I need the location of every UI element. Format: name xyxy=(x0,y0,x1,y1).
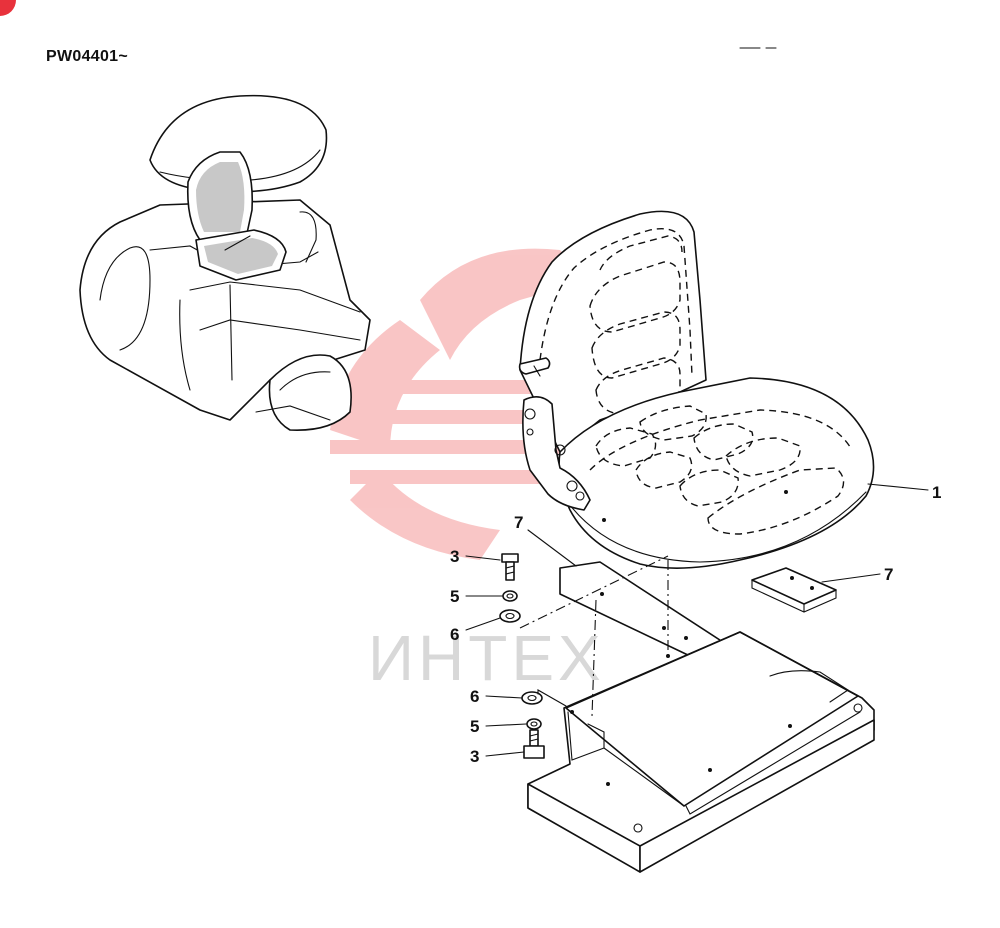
seat-base-frame xyxy=(527,631,875,873)
serial-number-label: PW04401~ xyxy=(46,48,129,65)
callout-3-lower: 3 xyxy=(470,747,479,766)
callout-5-lower: 5 xyxy=(470,717,479,736)
callout-6-upper: 6 xyxy=(450,625,459,644)
corner-marker xyxy=(0,0,16,16)
bolt-lower xyxy=(523,729,545,759)
callout-7-right: 7 xyxy=(884,565,893,584)
callout-1: 1 xyxy=(932,483,941,502)
bolt-upper xyxy=(501,553,519,581)
spring-washer-lower xyxy=(526,718,542,730)
machine-overview-illustration xyxy=(79,94,371,431)
callout-5-upper: 5 xyxy=(450,587,459,606)
watermark-text: ИНТЕХ xyxy=(368,622,605,694)
leader-lines xyxy=(465,483,929,757)
callout-6-lower: 6 xyxy=(470,687,479,706)
seat-rail-right xyxy=(751,567,837,613)
callout-3-upper: 3 xyxy=(450,547,459,566)
seat-assembly xyxy=(518,210,875,569)
spring-washer-upper xyxy=(502,590,518,602)
flat-washer-upper xyxy=(499,609,521,623)
callout-7-left: 7 xyxy=(514,513,523,532)
